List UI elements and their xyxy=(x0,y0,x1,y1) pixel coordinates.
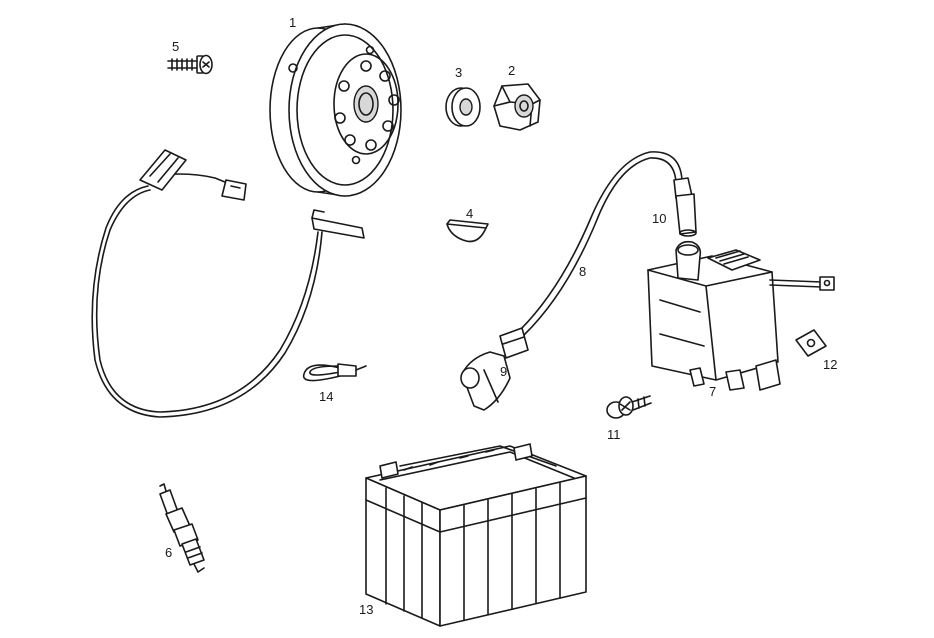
part-plug-cap-9[interactable] xyxy=(460,327,529,411)
part-labels: 1 2 3 4 5 6 7 8 9 10 11 12 13 14 xyxy=(165,15,837,617)
label-part-14: 14 xyxy=(319,389,333,404)
label-part-13: 13 xyxy=(359,602,373,617)
label-part-4: 4 xyxy=(466,206,473,221)
part-ht-lead-8[interactable] xyxy=(519,151,683,336)
label-part-9: 9 xyxy=(500,364,507,379)
label-part-8: 8 xyxy=(579,264,586,279)
label-part-5: 5 xyxy=(172,39,179,54)
part-cable-tie-14[interactable] xyxy=(302,363,367,382)
label-part-1: 1 xyxy=(289,15,296,30)
label-part-3: 3 xyxy=(455,65,462,80)
stator-wiring xyxy=(91,149,365,418)
part-clip-12[interactable] xyxy=(795,329,827,357)
part-spark-plug-6[interactable] xyxy=(159,483,205,573)
part-boot-10[interactable] xyxy=(673,177,697,237)
part-battery-13[interactable] xyxy=(365,443,587,627)
label-part-7: 7 xyxy=(709,384,716,399)
part-ignition-coil-7[interactable] xyxy=(647,240,835,391)
part-bolt-11[interactable] xyxy=(606,395,652,419)
part-nut-2[interactable] xyxy=(493,83,541,131)
part-screw-5[interactable] xyxy=(167,54,213,75)
label-part-12: 12 xyxy=(823,357,837,372)
part-flywheel[interactable] xyxy=(269,23,402,197)
label-part-6: 6 xyxy=(165,545,172,560)
label-part-10: 10 xyxy=(652,211,666,226)
label-part-11: 11 xyxy=(607,427,621,442)
label-part-2: 2 xyxy=(508,63,515,78)
part-washer-3[interactable] xyxy=(445,87,481,127)
part-key-4[interactable] xyxy=(446,219,489,243)
